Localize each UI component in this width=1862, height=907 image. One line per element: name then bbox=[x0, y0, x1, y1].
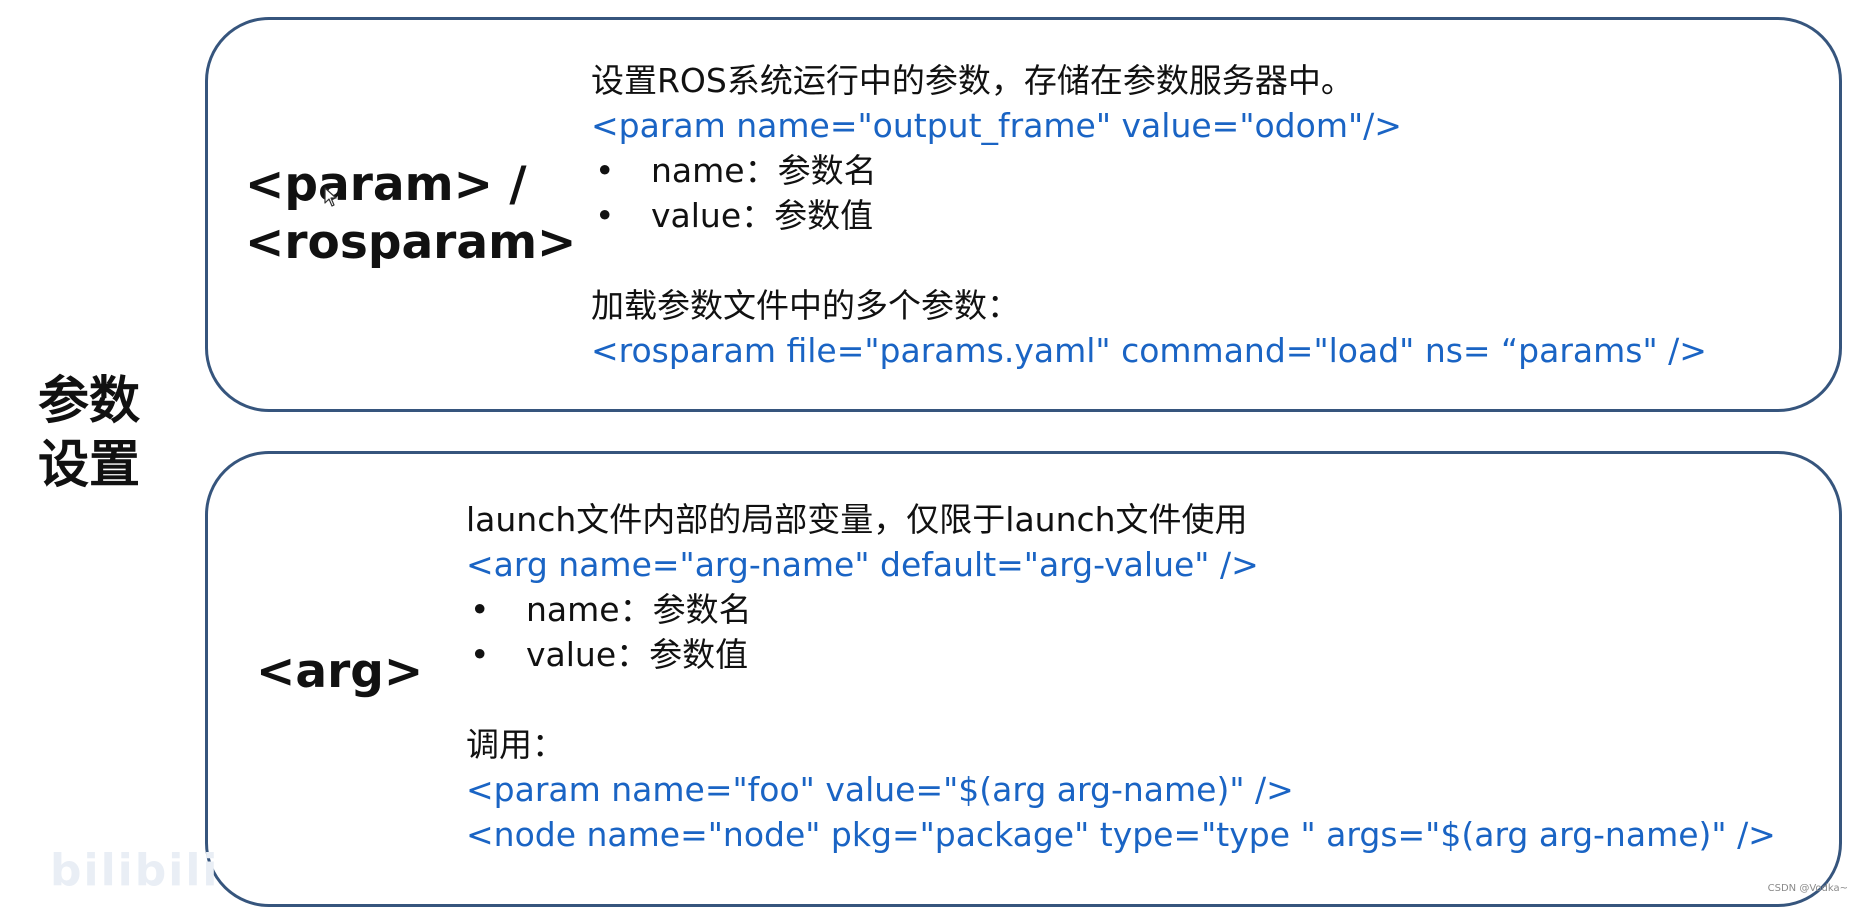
section-title-line2: 设置 bbox=[38, 436, 141, 495]
arg-example-code: <arg name="arg-name" default="arg-value"… bbox=[466, 545, 1259, 584]
arg-card bbox=[205, 451, 1842, 907]
bilibili-watermark: bilibili bbox=[50, 845, 220, 896]
arg-usage-label: 调用： bbox=[466, 725, 565, 764]
arg-bullet-value-text: value：参数值 bbox=[526, 635, 749, 674]
spacer bbox=[591, 238, 1707, 283]
param-description: 设置ROS系统运行中的参数，存储在参数服务器中。 bbox=[591, 61, 1354, 100]
param-bullet-name: • name：参数名 bbox=[591, 148, 1707, 193]
mouse-pointer-icon bbox=[324, 187, 337, 207]
arg-usage-param-code: <param name="foo" value="$(arg arg-name)… bbox=[466, 770, 1294, 809]
section-title: 参数 设置 bbox=[38, 370, 140, 498]
arg-usage-node-code: <node name="node" pkg="package" type="ty… bbox=[466, 815, 1776, 854]
param-content: 设置ROS系统运行中的参数，存储在参数服务器中。 <param name="ou… bbox=[591, 58, 1707, 373]
arg-content: launch文件内部的局部变量，仅限于launch文件使用 <arg name=… bbox=[466, 497, 1776, 857]
spacer bbox=[466, 677, 1776, 722]
arg-bullet-value: • value：参数值 bbox=[466, 632, 1776, 677]
param-tag-line2: <rosparam> bbox=[245, 215, 577, 270]
param-example-code: <param name="output_frame" value="odom"/… bbox=[591, 106, 1402, 145]
arg-bullet-name: • name：参数名 bbox=[466, 587, 1776, 632]
arg-tag-title: <arg> bbox=[256, 644, 424, 699]
arg-bullet-name-text: name：参数名 bbox=[526, 590, 752, 629]
bullet-icon: • bbox=[470, 635, 490, 674]
bullet-icon: • bbox=[470, 590, 490, 629]
bullet-icon: • bbox=[595, 151, 615, 190]
param-load-description: 加载参数文件中的多个参数： bbox=[591, 286, 1020, 325]
bullet-icon: • bbox=[595, 196, 615, 235]
param-card bbox=[205, 17, 1842, 412]
param-bullet-value: • value：参数值 bbox=[591, 193, 1707, 238]
csdn-credit: CSDN @Vodka~ bbox=[1767, 883, 1848, 894]
param-tag-line1: <param> / bbox=[245, 157, 527, 212]
param-load-example-code: <rosparam file="params.yaml" command="lo… bbox=[591, 331, 1707, 370]
arg-description: launch文件内部的局部变量，仅限于launch文件使用 bbox=[466, 500, 1248, 539]
section-title-line1: 参数 bbox=[38, 372, 141, 431]
param-bullet-name-text: name：参数名 bbox=[651, 151, 877, 190]
param-bullet-value-text: value：参数值 bbox=[651, 196, 874, 235]
param-tag-title: <param> / <rosparam> bbox=[245, 156, 576, 272]
